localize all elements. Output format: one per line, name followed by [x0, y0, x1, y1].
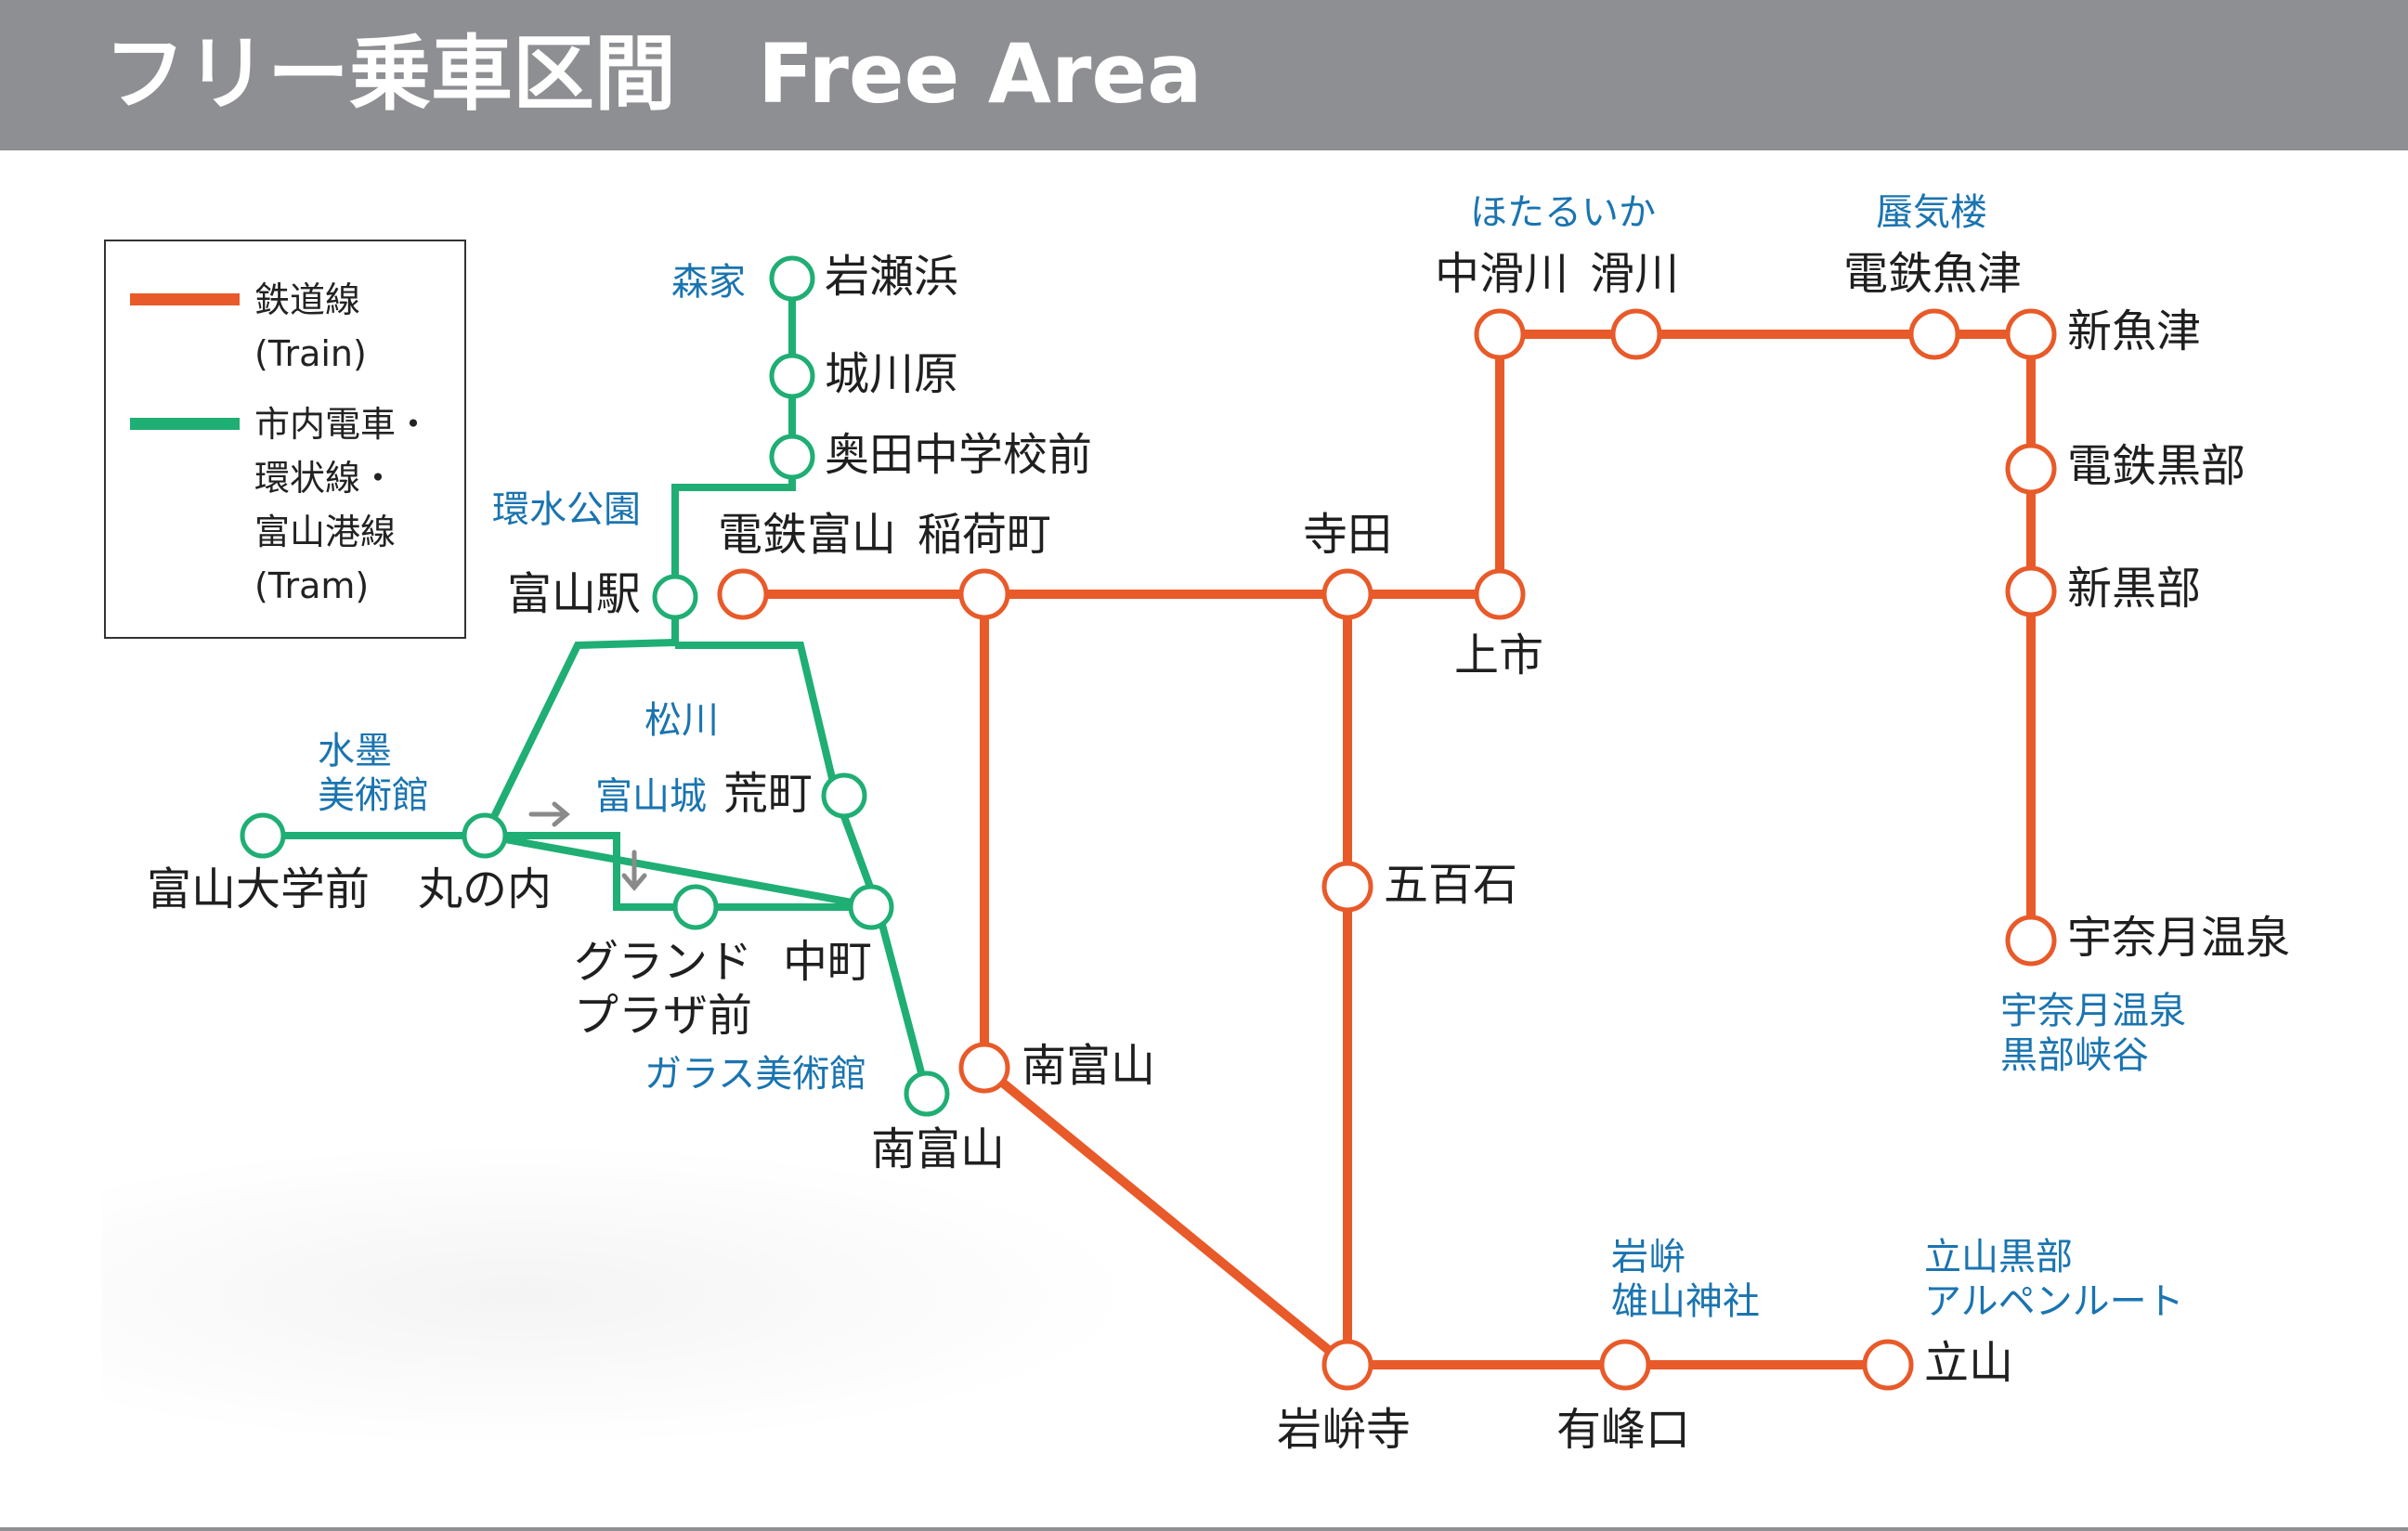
legend-train-swatch	[130, 293, 240, 305]
poi-alpine-route: 立山黒部 アルペンルート	[1924, 1236, 2184, 1323]
label-nakanamerikawa: 中滑川	[1435, 248, 1569, 300]
poi-shinkiro: 蜃気楼	[1876, 191, 1987, 234]
label-marunouchi: 丸の内	[418, 863, 553, 915]
bottom-border	[0, 1527, 2408, 1531]
label-nakamachi: 中町	[783, 936, 873, 988]
label-unazuki: 宇奈月温泉	[2067, 912, 2291, 964]
poi-kansui: 環水公園	[492, 488, 641, 531]
label-jokawara: 城川原	[825, 348, 959, 400]
station-namerikawa	[1610, 308, 1662, 360]
legend-tram-swatch	[130, 418, 240, 430]
legend-train-label: 鉄道線 (Train)	[254, 279, 367, 374]
station-nakanamerikawa	[1474, 308, 1526, 360]
label-toyama-sta: 富山駅	[507, 568, 642, 620]
label-minami-toyama-train: 南富山	[1022, 1040, 1156, 1092]
legend-tram-label: 市内電車・ 環状線・ 富山港線 (Tram)	[254, 404, 432, 606]
station-terada	[1321, 568, 1373, 620]
arrow-right-icon	[528, 801, 570, 827]
station-kamiichi	[1474, 568, 1526, 620]
label-shin-uozu: 新魚津	[2067, 305, 2202, 357]
poi-glass: ガラス美術館	[644, 1053, 867, 1096]
label-arimineguchi: 有峰口	[1556, 1404, 1691, 1456]
station-shin-uozu	[2005, 308, 2057, 360]
label-dentetsu-toyama: 電鉄富山	[718, 509, 897, 561]
station-unazuki	[2005, 915, 2057, 967]
poi-toyama-castle: 富山城	[595, 775, 707, 818]
label-shin-kurobe: 新黒部	[2067, 563, 2202, 615]
tram-line-south	[874, 905, 931, 1096]
station-okuda	[769, 434, 815, 480]
background-watermark	[102, 1142, 1142, 1448]
station-minami-toyama-train	[958, 1042, 1010, 1094]
station-aramachi	[821, 772, 867, 819]
station-dentetsu-kurobe	[2005, 443, 2057, 495]
poi-matsukawa: 松川	[644, 699, 719, 742]
label-minami-toyama-tram: 南富山	[871, 1123, 1006, 1175]
legend: 鉄道線 (Train) 市内電車・ 環状線・ 富山港線 (Tram)	[104, 240, 466, 639]
label-aramachi: 荒町	[723, 768, 814, 820]
train-line-main	[743, 330, 2036, 941]
label-gohyakkoku: 五百石	[1384, 859, 1518, 911]
train-stations	[717, 308, 2057, 1391]
label-tateyama: 立山	[1924, 1337, 2014, 1389]
label-toyama-univ: 富山大学前	[147, 863, 371, 915]
poi-hotaruika: ほたるいか	[1470, 191, 1656, 234]
label-okuda: 奥田中学校前	[825, 429, 1093, 481]
station-marunouchi	[462, 812, 508, 859]
arrow-down-icon	[621, 850, 647, 891]
label-namerikawa: 滑川	[1590, 248, 1680, 300]
station-tateyama	[1862, 1339, 1914, 1391]
header-bar: フリー乗車区間 Free Area	[0, 0, 2408, 150]
label-dentetsu-uozu: 電鉄魚津	[1843, 248, 2023, 300]
station-toyama-tram	[652, 574, 698, 620]
label-iwakuraji: 岩峅寺	[1277, 1404, 1412, 1456]
label-dentetsu-kurobe: 電鉄黒部	[2067, 440, 2246, 492]
label-grand-plaza: グランド プラザ前	[574, 936, 753, 1042]
station-dentetsu-uozu	[1908, 308, 1960, 360]
page-title: フリー乗車区間 Free Area	[104, 26, 1203, 122]
station-gohyakkoku	[1321, 861, 1373, 913]
tram-stations	[240, 255, 950, 1117]
station-grand-plaza	[672, 884, 719, 930]
station-shin-kurobe	[2005, 565, 2057, 617]
label-kamiichi: 上市	[1454, 629, 1544, 681]
poi-moriya: 森家	[671, 261, 746, 304]
poi-oyama-shrine: 岩峅 雄山神社	[1611, 1236, 1760, 1323]
station-iwakuraji	[1321, 1339, 1373, 1391]
station-minami-toyama-tram	[904, 1070, 950, 1117]
poi-suiboku: 水墨 美術館	[318, 730, 429, 817]
station-nakamachi	[848, 884, 894, 930]
station-arimineguchi	[1599, 1339, 1651, 1391]
station-jokawara	[769, 353, 815, 399]
tram-line-center	[485, 832, 878, 911]
station-iwasehama	[769, 255, 815, 302]
station-inarimachi	[958, 568, 1010, 620]
station-toyama-univ	[240, 812, 286, 859]
label-inarimachi: 稲荷町	[918, 509, 1052, 561]
poi-unazuki-kurobe: 宇奈月温泉 黒部峡谷	[2000, 990, 2186, 1077]
label-iwasehama: 岩瀬浜	[825, 251, 959, 303]
label-terada: 寺田	[1303, 509, 1393, 561]
station-dentetsu-toyama	[717, 568, 769, 620]
